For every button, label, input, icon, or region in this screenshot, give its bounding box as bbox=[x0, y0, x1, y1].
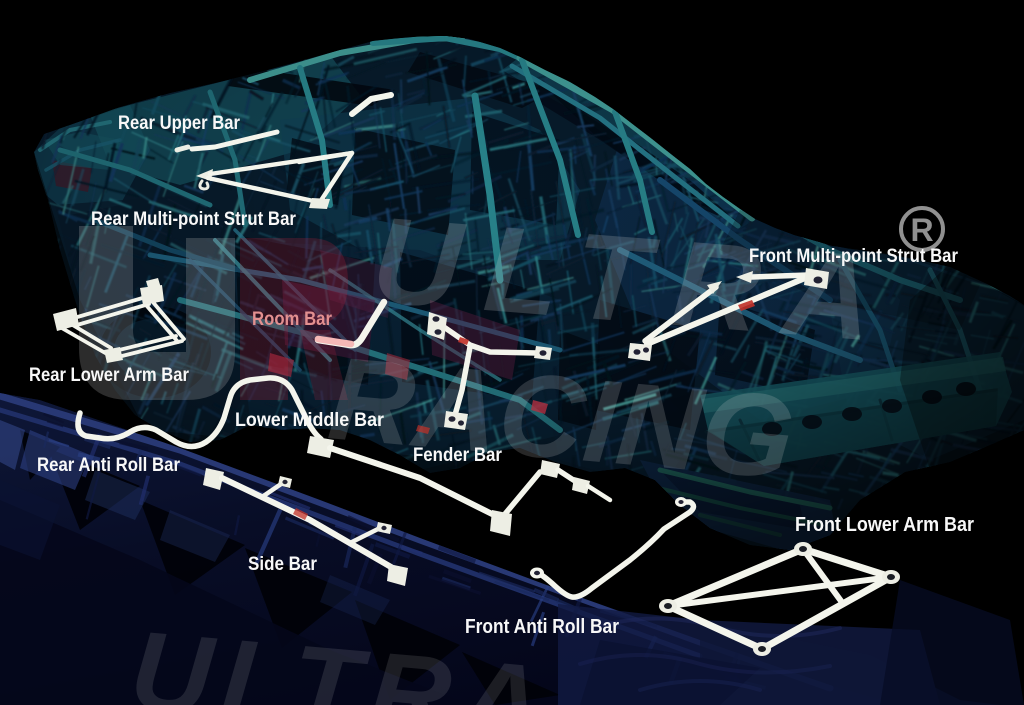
svg-text:Front Multi-point Strut Bar: Front Multi-point Strut Bar bbox=[749, 246, 959, 267]
svg-text:Rear Multi-point Strut Bar: Rear Multi-point Strut Bar bbox=[91, 209, 297, 230]
svg-text:Lower Middle Bar: Lower Middle Bar bbox=[235, 410, 385, 431]
svg-text:Front Anti Roll Bar: Front Anti Roll Bar bbox=[465, 616, 619, 638]
svg-text:Fender Bar: Fender Bar bbox=[413, 445, 503, 466]
svg-text:Side Bar: Side Bar bbox=[248, 554, 318, 575]
svg-text:R: R bbox=[910, 212, 933, 248]
svg-text:Room Bar: Room Bar bbox=[252, 309, 333, 330]
svg-text:Rear Lower Arm Bar: Rear Lower Arm Bar bbox=[29, 365, 190, 386]
svg-text:Rear Anti Roll Bar: Rear Anti Roll Bar bbox=[37, 455, 181, 476]
svg-text:Front Lower Arm Bar: Front Lower Arm Bar bbox=[795, 514, 974, 536]
svg-text:Rear Upper Bar: Rear Upper Bar bbox=[118, 113, 241, 134]
